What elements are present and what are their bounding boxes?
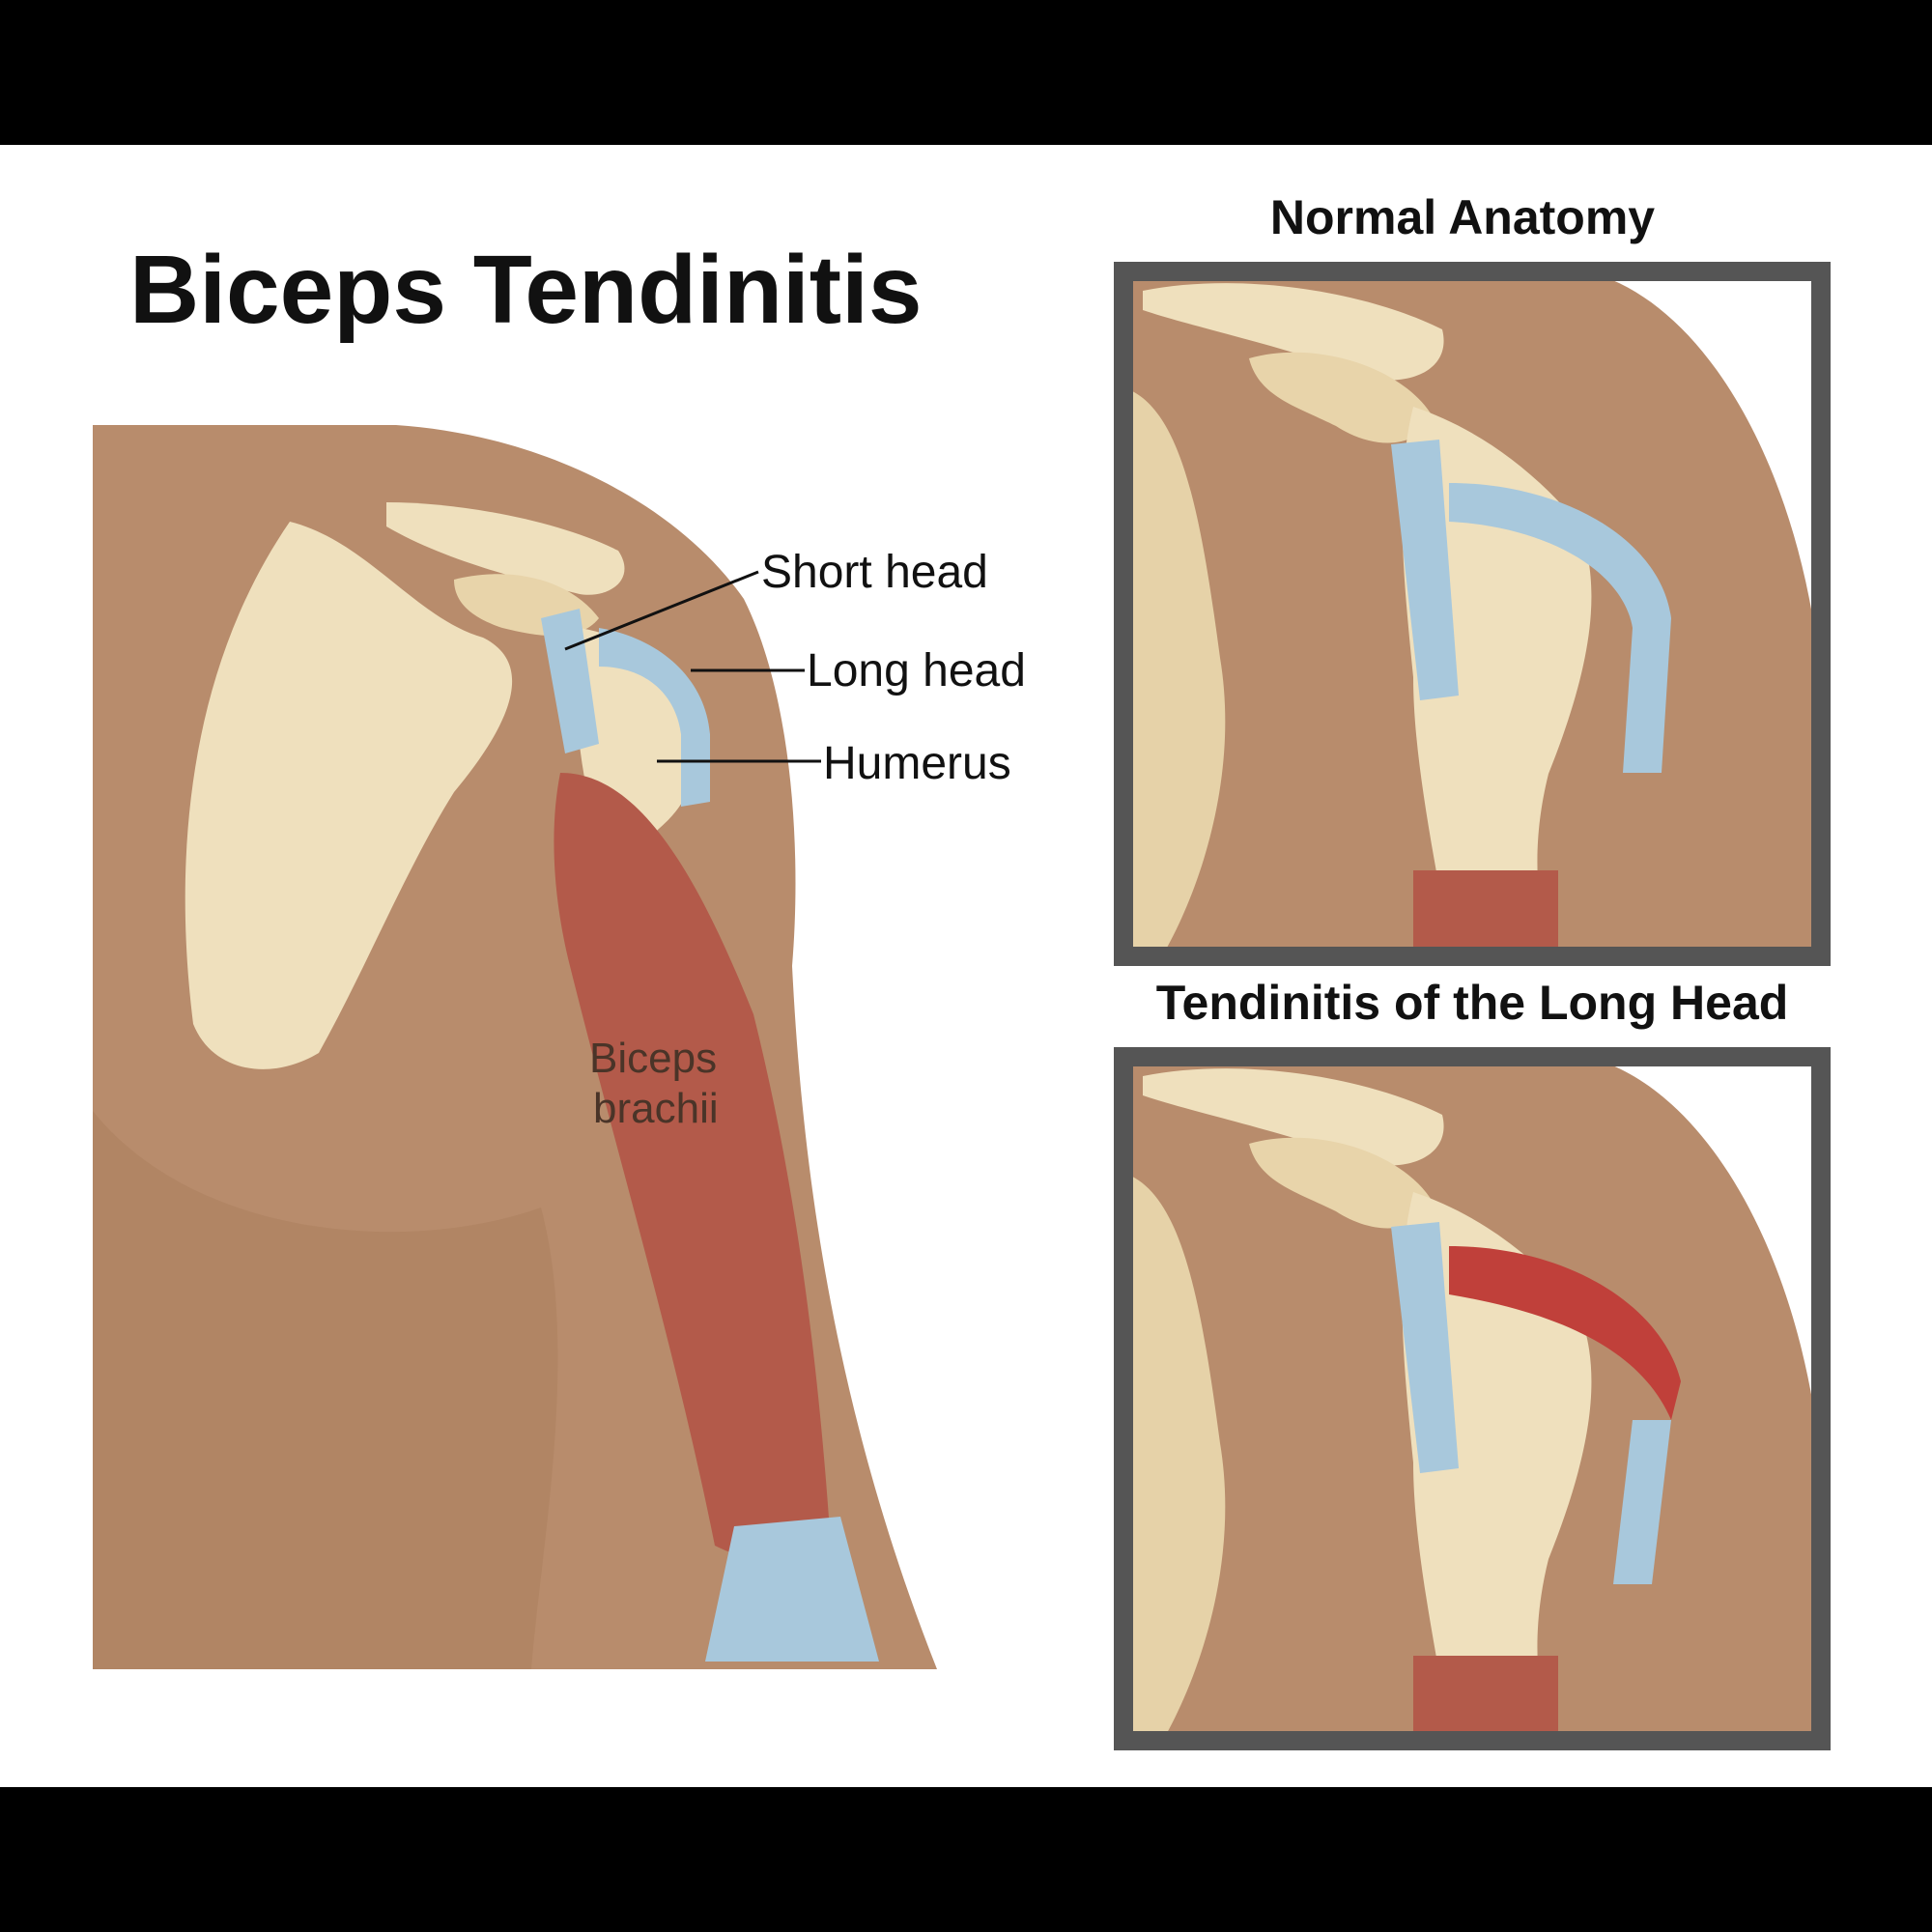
panel-normal-illustration <box>1123 271 1821 956</box>
biceps-tendons <box>541 609 710 807</box>
short-head-leader <box>564 570 759 651</box>
label-short-head: Short head <box>761 547 988 598</box>
label-long-head: Long head <box>807 645 1026 696</box>
clavicle <box>386 502 625 595</box>
label-biceps-line1: Biceps <box>589 1035 717 1082</box>
label-humerus: Humerus <box>823 738 1011 789</box>
page-title: Biceps Tendinitis <box>129 236 923 344</box>
inflamed-long-head-tendon <box>1449 1246 1681 1420</box>
biceps-muscle <box>554 773 831 1560</box>
panel-normal-frame <box>1114 262 1831 966</box>
panel-tendinitis-frame <box>1114 1047 1831 1750</box>
normal-long-head-tendon <box>1391 440 1671 773</box>
label-biceps-line2: brachii <box>593 1085 719 1132</box>
panel-title-tendinitis: Tendinitis of the Long Head <box>1156 976 1789 1030</box>
main-shoulder-illustration <box>93 425 937 1669</box>
panel-tendinitis-illustration <box>1123 1057 1821 1741</box>
distal-tendon <box>705 1517 879 1662</box>
panel-title-normal: Normal Anatomy <box>1270 190 1655 244</box>
scapula <box>185 522 513 1069</box>
